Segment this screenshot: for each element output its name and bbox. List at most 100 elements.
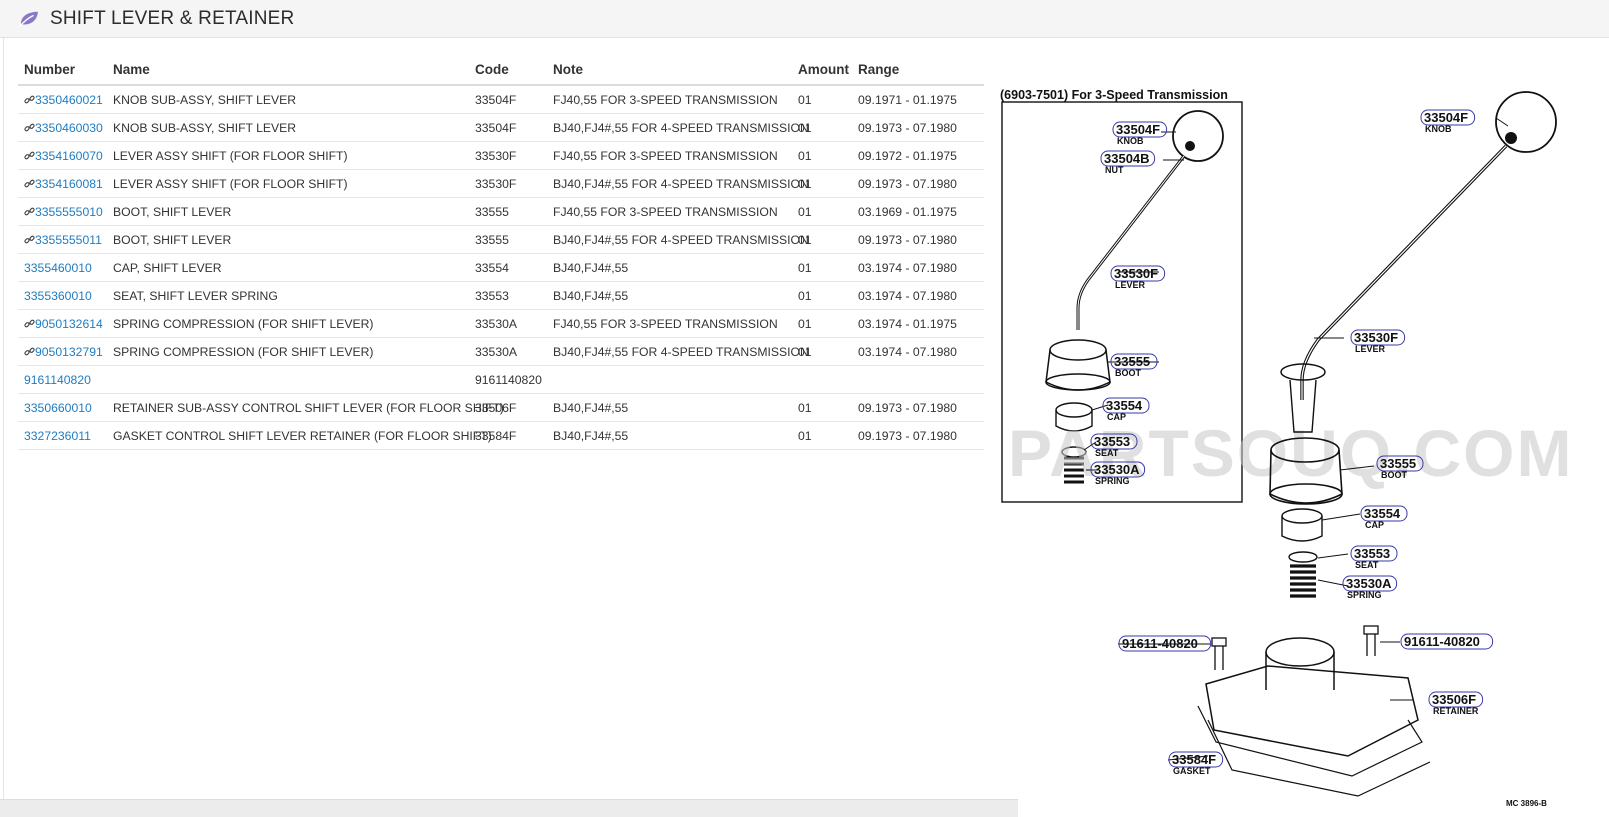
callout-code[interactable]: 33555 (1114, 354, 1150, 369)
callout-code[interactable]: 33530F (1354, 330, 1398, 345)
callout-code[interactable]: 33553 (1354, 546, 1390, 561)
callout-outline (1420, 109, 1476, 126)
callout-outline (1360, 505, 1408, 522)
chain-link-icon (24, 151, 35, 159)
column-header-range[interactable]: Range (852, 54, 984, 86)
cell-name (107, 365, 469, 394)
callout-code[interactable]: 33530A (1094, 462, 1140, 477)
cell-range: 09.1972 - 01.1975 (852, 141, 984, 170)
part-number-text: 3355460010 (24, 260, 92, 275)
part-number-link[interactable]: 9050132791 (24, 345, 103, 359)
part-number-link[interactable]: 3354160070 (24, 149, 103, 163)
parts-table-container: Number Name Code Note Amount Range 33504… (18, 54, 984, 450)
part-number-text: 9050132791 (35, 344, 103, 359)
callout-caption: CAP (1107, 412, 1126, 422)
cell-range: 09.1973 - 07.1980 (852, 421, 984, 450)
cell-range (852, 365, 984, 394)
cell-name: SPRING COMPRESSION (FOR SHIFT LEVER) (107, 309, 469, 338)
chain-link-icon (24, 207, 35, 215)
table-row[interactable]: 9050132614 SPRING COMPRESSION (FOR SHIFT … (18, 309, 984, 338)
cell-code: 33530F (469, 141, 547, 170)
part-number-link[interactable]: 3350460030 (24, 121, 103, 135)
callout-caption: GASKET (1173, 766, 1211, 776)
cell-name: LEVER ASSY SHIFT (FOR FLOOR SHIFT) (107, 169, 469, 198)
part-number-link[interactable]: 3355460010 (24, 261, 92, 275)
parts-table: Number Name Code Note Amount Range 33504… (18, 54, 984, 450)
content-divider (3, 38, 4, 800)
part-number-link[interactable]: 3355360010 (24, 289, 92, 303)
callout-code[interactable]: 33504F (1424, 110, 1468, 125)
part-number-text: 3355360010 (24, 288, 92, 303)
callout-code[interactable]: 33554 (1364, 506, 1401, 521)
cell-code: 33530A (469, 337, 547, 366)
cell-amount (792, 365, 852, 394)
part-number-link[interactable]: 3355555010 (24, 205, 103, 219)
column-header-code[interactable]: Code (469, 54, 547, 86)
part-number-text: 3350660010 (24, 400, 92, 415)
horizontal-scrollbar[interactable] (0, 799, 1018, 817)
callout-caption: KNOB (1117, 136, 1144, 146)
cell-name: SPRING COMPRESSION (FOR SHIFT LEVER) (107, 337, 469, 366)
callout-code[interactable]: 33504B (1104, 151, 1150, 166)
part-number-link[interactable]: 3350660010 (24, 401, 92, 415)
column-header-amount[interactable]: Amount (792, 54, 852, 86)
cell-amount: 01 (792, 225, 852, 254)
page-title: SHIFT LEVER & RETAINER (50, 7, 295, 29)
cell-code: 9161140820 (469, 365, 547, 394)
callout-code[interactable]: 33584F (1172, 752, 1216, 767)
callout-code[interactable]: 33530F (1114, 266, 1158, 281)
cell-amount: 01 (792, 85, 852, 114)
callout-code[interactable]: 33555 (1380, 456, 1416, 471)
callout-code[interactable]: 33554 (1106, 398, 1143, 413)
cell-amount: 01 (792, 253, 852, 282)
callout-code[interactable]: 33504F (1116, 122, 1160, 137)
cell-code: 33530A (469, 309, 547, 338)
chain-link-icon (24, 179, 35, 187)
table-row[interactable]: 9161140820 9161140820 (18, 365, 984, 394)
chain-link-icon (24, 123, 35, 131)
callout-code[interactable]: 33530A (1346, 576, 1392, 591)
part-number-link[interactable]: 3327236011 (24, 429, 91, 443)
callout-outline (1400, 633, 1494, 650)
cell-range: 09.1971 - 01.1975 (852, 85, 984, 114)
table-row[interactable]: 9050132791 SPRING COMPRESSION (FOR SHIFT … (18, 337, 984, 366)
cell-number: 3355555010 (18, 197, 107, 226)
callout-code[interactable]: 91611-40820 (1122, 636, 1198, 651)
column-header-name[interactable]: Name (107, 54, 469, 86)
cell-range: 03.1969 - 01.1975 (852, 197, 984, 226)
part-number-link[interactable]: 9050132614 (24, 317, 103, 331)
cell-code: 33555 (469, 197, 547, 226)
callout-code[interactable]: 33553 (1094, 434, 1130, 449)
part-number-link[interactable]: 3354160081 (24, 177, 103, 191)
cell-amount: 01 (792, 281, 852, 310)
callout-caption: BOOT (1115, 368, 1142, 378)
cell-amount: 01 (792, 337, 852, 366)
part-number-link[interactable]: 3350460021 (24, 93, 103, 107)
callout-code[interactable]: 33506F (1432, 692, 1476, 707)
cell-note: BJ40,FJ4#,55 FOR 4-SPEED TRANSMISSION (547, 337, 809, 366)
callout-code[interactable]: 91611-40820 (1404, 634, 1480, 649)
leaf-icon (18, 11, 38, 28)
callout-outline (1350, 329, 1406, 346)
part-number-link[interactable]: 9161140820 (24, 373, 91, 387)
cell-number: 3354160070 (18, 141, 107, 170)
table-row[interactable]: 3354160081 LEVER ASSY SHIFT (FOR FLOOR SH… (18, 169, 984, 198)
cell-note: FJ40,55 FOR 3-SPEED TRANSMISSION (547, 141, 792, 170)
cell-amount: 01 (792, 113, 852, 142)
cell-note (547, 365, 792, 394)
callout-caption: BOOT (1381, 470, 1408, 480)
part-number-link[interactable]: 3355555011 (24, 233, 102, 247)
column-header-note[interactable]: Note (547, 54, 792, 86)
cell-range: 03.1974 - 07.1980 (852, 253, 984, 282)
column-header-number[interactable]: Number (18, 54, 107, 86)
cell-code: 33530F (469, 169, 547, 198)
